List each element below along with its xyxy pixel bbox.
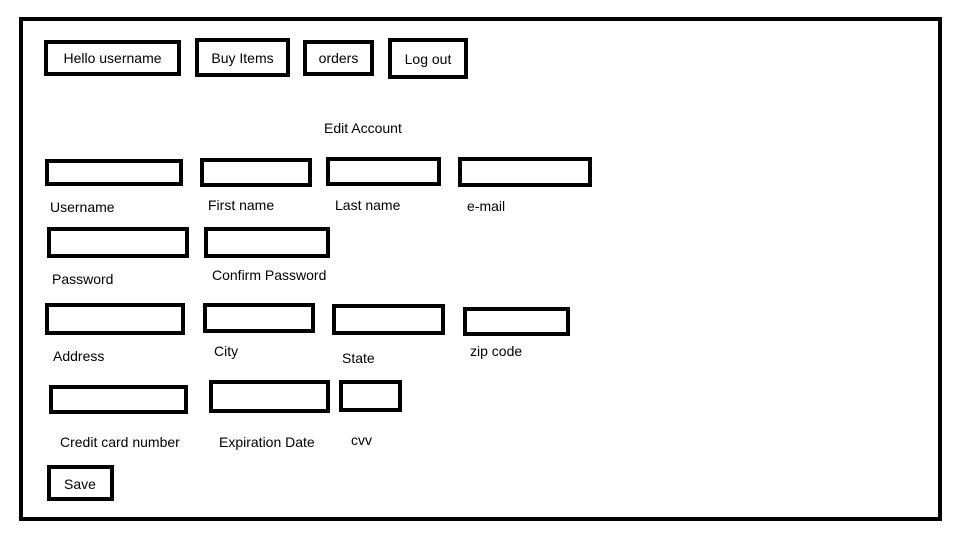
logout-label: Log out (404, 50, 452, 67)
greeting-label: Hello username (63, 50, 162, 66)
cvv-label: cvv (351, 432, 372, 448)
save-button[interactable]: Save (47, 465, 114, 501)
username-input[interactable] (45, 159, 183, 186)
state-input[interactable] (332, 304, 445, 335)
logout-button[interactable]: Log out (388, 38, 468, 79)
expiration-date-input[interactable] (209, 380, 330, 413)
username-label: Username (50, 199, 115, 215)
credit-card-number-label: Credit card number (60, 434, 180, 450)
first-name-label: First name (208, 197, 275, 213)
address-input[interactable] (45, 303, 185, 335)
zip-code-input[interactable] (463, 307, 570, 336)
greeting-button[interactable]: Hello username (44, 40, 181, 76)
cvv-input[interactable] (339, 380, 402, 412)
page-title: Edit Account (324, 120, 402, 136)
email-label: e-mail (467, 198, 506, 214)
password-label: Password (52, 271, 114, 287)
credit-card-number-input[interactable] (49, 385, 188, 414)
city-label: City (214, 343, 239, 359)
orders-label: orders (318, 50, 359, 66)
buy-items-button[interactable]: Buy Items (195, 38, 290, 77)
state-label: State (342, 350, 375, 366)
confirm-password-input[interactable] (204, 227, 330, 258)
app-window (19, 17, 942, 521)
save-label: Save (64, 476, 96, 492)
password-input[interactable] (47, 227, 189, 258)
buy-items-label: Buy Items (211, 50, 274, 66)
expiration-date-label: Expiration Date (219, 434, 315, 450)
city-input[interactable] (203, 303, 315, 333)
address-label: Address (53, 348, 105, 364)
last-name-input[interactable] (326, 157, 441, 186)
orders-button[interactable]: orders (303, 40, 374, 76)
confirm-password-label: Confirm Password (212, 267, 327, 283)
first-name-input[interactable] (200, 158, 312, 187)
zip-code-label: zip code (470, 343, 523, 359)
email-input[interactable] (458, 157, 592, 187)
last-name-label: Last name (335, 197, 401, 213)
